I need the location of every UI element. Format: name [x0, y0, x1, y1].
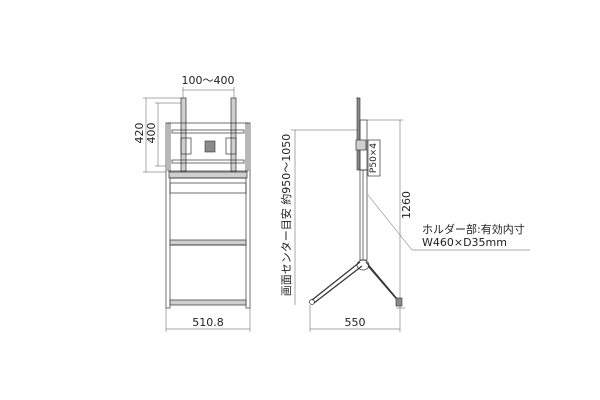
bracket-slot-right [225, 137, 237, 155]
leg-front-edge [313, 265, 363, 304]
holder-leader-line [367, 194, 413, 251]
side-screen-panel [356, 97, 361, 171]
vesa-arm-right [230, 97, 237, 173]
front-view: 100～400 420 400 [133, 74, 251, 332]
side-pole [359, 169, 368, 261]
vesa-pitch-label: P50×4 [369, 143, 379, 173]
leg-foot [395, 297, 403, 307]
bracket-rail-bottom [171, 159, 245, 164]
frame-post-left [165, 122, 171, 309]
bracket-rail-top [171, 129, 245, 134]
frame-post-right [245, 122, 251, 309]
vesa-pitch-box [367, 139, 381, 177]
side-mount-plate [355, 139, 367, 151]
holder-label-line1: ホルダー部:有効内寸 [422, 222, 525, 236]
front-bottom-dimension-label: 510.8 [192, 316, 224, 329]
shelf-bottom [169, 299, 247, 306]
leg-joint [356, 259, 370, 271]
side-view: 画面センター目安 約950～1050 P50×4 1260 ホルダー部:有効内寸… [279, 97, 530, 332]
leg-back-edge [367, 265, 401, 304]
bracket-center-plate [204, 140, 216, 153]
mount-bracket [167, 122, 249, 172]
front-left-inner-dimension-label: 400 [145, 123, 158, 144]
shelf-middle [169, 239, 247, 246]
vesa-arm-left [180, 97, 187, 173]
screen-center-dimension-label: 画面センター目安 約950～1050 [279, 134, 293, 297]
height-dimension-label: 1260 [400, 191, 413, 219]
leg-front [311, 261, 361, 301]
front-top-dimension-label: 100～400 [182, 74, 235, 87]
base-dimension-label: 550 [345, 316, 366, 329]
holder-label-line2: W460×D35mm [422, 236, 507, 249]
leg-tip [309, 299, 315, 305]
holder-top [168, 171, 248, 179]
bracket-slot-left [180, 137, 192, 155]
holder-band [169, 182, 247, 194]
front-left-outer-dimension-label: 420 [133, 123, 146, 144]
